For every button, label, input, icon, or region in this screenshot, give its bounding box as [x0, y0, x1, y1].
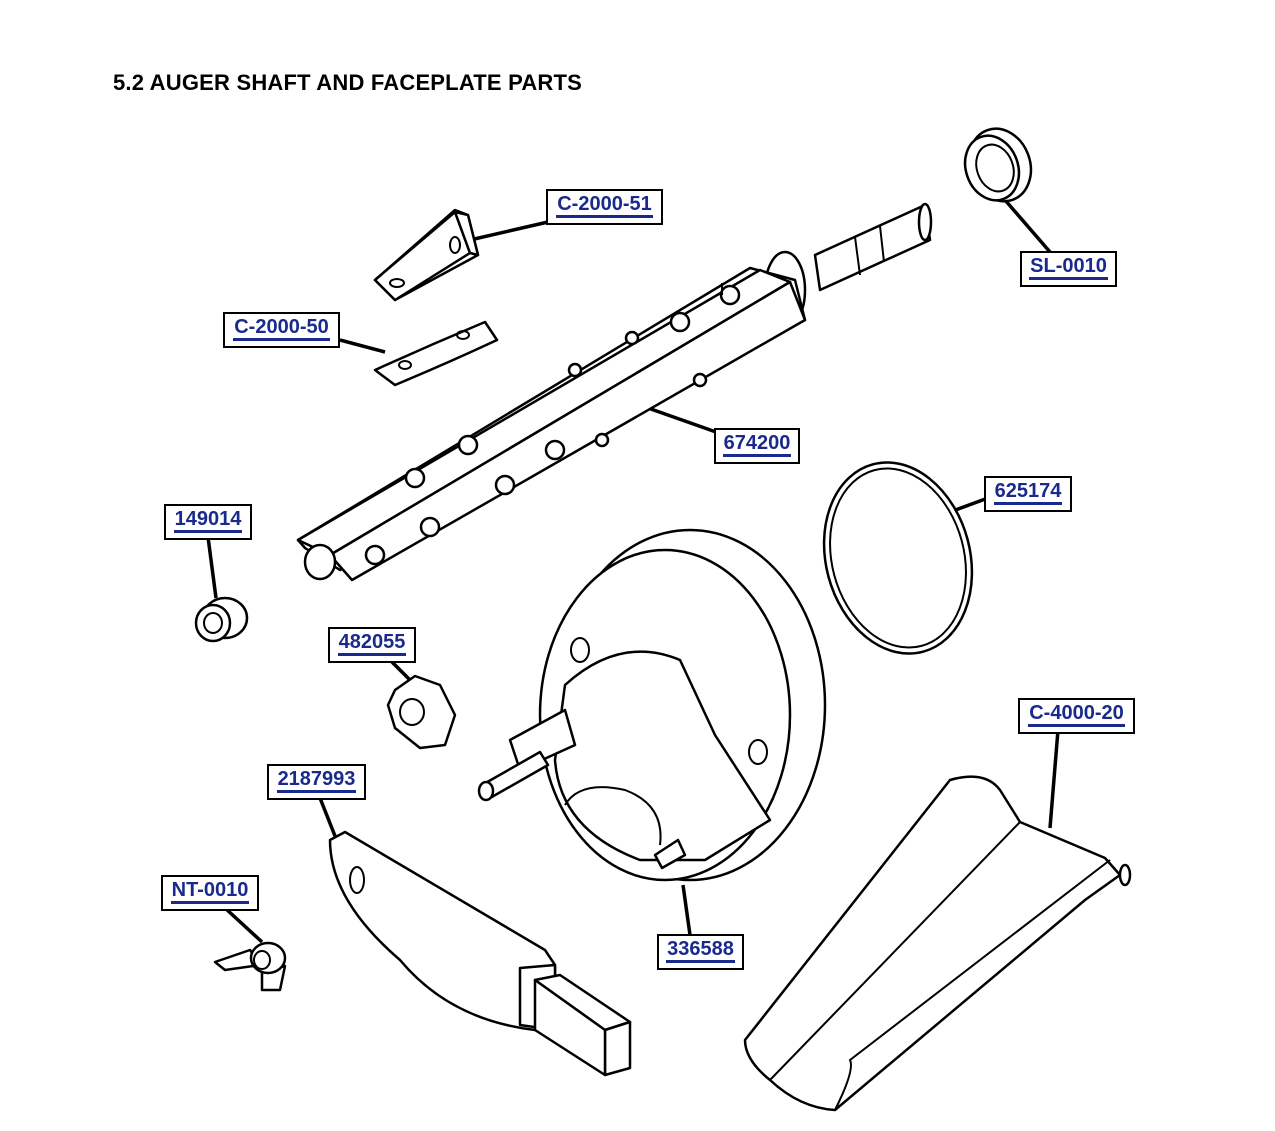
part-label-sl-0010[interactable]: SL-0010	[1020, 251, 1117, 287]
part-label-nt-0010[interactable]: NT-0010	[161, 875, 259, 911]
part-nt-0010-wing-nut	[213, 941, 287, 992]
part-label-2187993[interactable]: 2187993	[267, 764, 366, 800]
part-number-text: 482055	[337, 631, 407, 656]
part-label-674200[interactable]: 674200	[714, 428, 800, 464]
part-label-336588[interactable]: 336588	[657, 934, 744, 970]
part-label-c-2000-50[interactable]: C-2000-50	[223, 312, 340, 348]
part-674200-auger-shaft	[296, 202, 933, 582]
part-number-text: SL-0010	[1029, 255, 1108, 280]
part-c-2000-50-plate	[373, 320, 499, 387]
part-label-625174[interactable]: 625174	[984, 476, 1072, 512]
part-number-text: 336588	[666, 938, 735, 963]
part-336588-faceplate	[477, 528, 827, 882]
part-label-c-2000-51[interactable]: C-2000-51	[546, 189, 663, 225]
part-482055-knob	[386, 674, 457, 750]
part-number-text: 149014	[173, 508, 243, 533]
part-label-c-4000-20[interactable]: C-4000-20	[1018, 698, 1135, 734]
part-number-text: C-4000-20	[1028, 702, 1125, 727]
page-title: 5.2 AUGER SHAFT AND FACEPLATE PARTS	[113, 70, 583, 95]
part-625174-o-ring	[822, 461, 974, 655]
part-2187993-bracket	[328, 830, 632, 1077]
part-sl-0010-seal	[963, 127, 1033, 203]
part-number-text: 625174	[993, 480, 1063, 505]
leader-lines	[206, 198, 1060, 944]
part-number-text: NT-0010	[170, 879, 250, 904]
part-149014-bushing	[194, 596, 249, 643]
part-label-149014[interactable]: 149014	[164, 504, 252, 540]
part-number-text: 674200	[722, 432, 792, 457]
part-number-text: C-2000-50	[233, 316, 330, 341]
part-label-482055[interactable]: 482055	[328, 627, 416, 663]
part-number-text: 2187993	[276, 768, 357, 793]
part-number-text: C-2000-51	[556, 193, 653, 218]
part-c-2000-51-bracket	[373, 208, 480, 302]
part-c-4000-20-chute	[743, 775, 1132, 1112]
